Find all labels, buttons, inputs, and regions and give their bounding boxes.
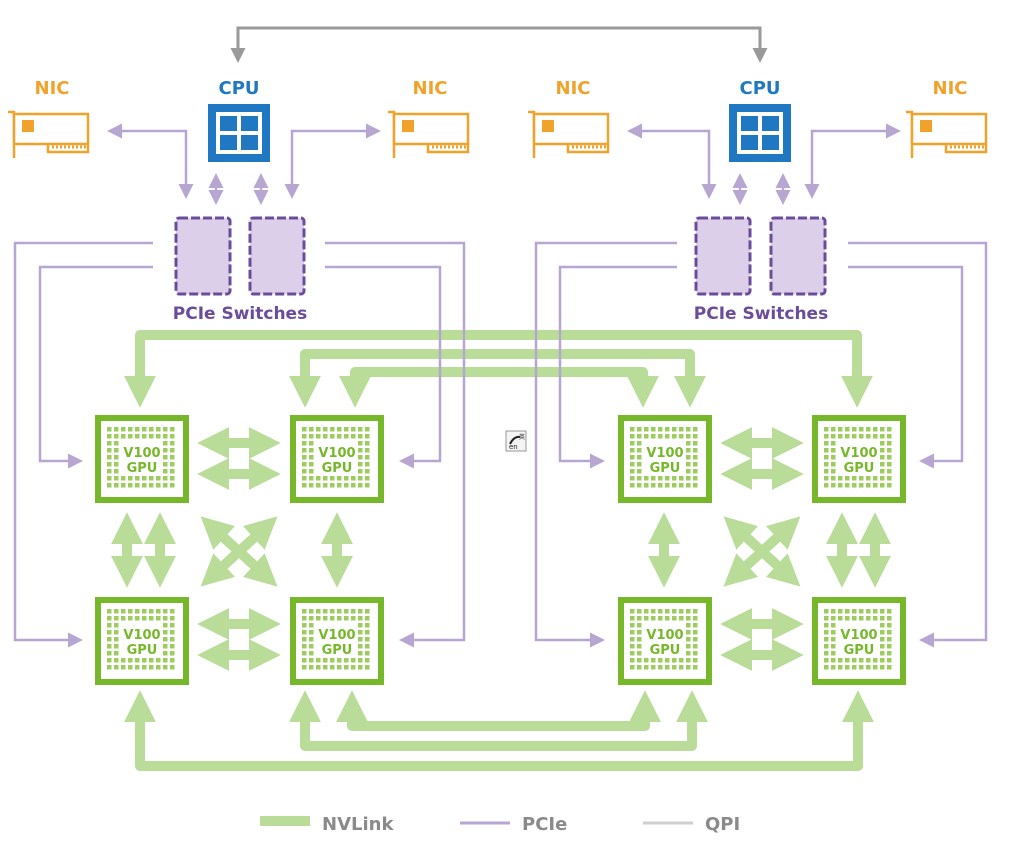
gpu-type-label: GPU: [322, 461, 353, 476]
ime-language-icon[interactable]: en 英: [505, 430, 527, 452]
legend-label: QPI: [705, 814, 740, 835]
pcie-links: [13, 123, 988, 648]
legend-label: NVLink: [322, 814, 394, 835]
cpu-label: CPU: [739, 78, 780, 99]
nic-card: [8, 110, 90, 158]
legend-item-qpi: QPI: [643, 814, 740, 835]
cpu-label: CPU: [218, 78, 259, 99]
gpu-model-label: V100: [318, 446, 355, 461]
gpu-model-label: V100: [646, 628, 683, 643]
gpu-model-label: V100: [318, 628, 355, 643]
gpu-model-label: V100: [123, 628, 160, 643]
nic-card: [528, 110, 610, 158]
nic-label: NIC: [413, 78, 448, 99]
legend-item-pcie: PCIe: [460, 814, 567, 835]
nic-label: NIC: [556, 78, 591, 99]
gpu-group: V100GPUV100GPUV100GPUV100GPUV100GPUV100G…: [95, 415, 906, 685]
legend: NVLink PCIe QPI: [260, 814, 740, 835]
pcie-switch: [694, 216, 752, 296]
socket-right: NIC CPU NIC PCIe Switches: [528, 78, 988, 324]
pcie-switch: [174, 216, 232, 296]
pcie-switch: [248, 216, 306, 296]
qpi-link: [230, 26, 768, 63]
gpu-model-label: V100: [123, 446, 160, 461]
legend-label: PCIe: [522, 814, 567, 835]
gpu-type-label: GPU: [650, 643, 681, 658]
gpu-model-label: V100: [840, 628, 877, 643]
gpu-type-label: GPU: [127, 643, 158, 658]
nvlink-links: [110, 330, 892, 771]
nvlink-swatch: [260, 816, 310, 826]
nic-card: [388, 110, 470, 158]
socket-left: NIC CPU NIC PCIe Switches: [8, 78, 470, 324]
gpu-type-label: GPU: [650, 461, 681, 476]
gpu-type-label: GPU: [322, 643, 353, 658]
cpu-chip: [729, 104, 791, 162]
cpu-chip: [208, 104, 270, 162]
pcie-switch: [769, 216, 827, 296]
pcie-switches-label: PCIe Switches: [694, 304, 828, 324]
gpu-model-label: V100: [840, 446, 877, 461]
gpu-type-label: GPU: [844, 461, 875, 476]
pcie-switches-label: PCIe Switches: [173, 304, 307, 324]
nic-label: NIC: [933, 78, 968, 99]
gpu-type-label: GPU: [844, 643, 875, 658]
svg-text:英: 英: [519, 433, 525, 441]
gpu-type-label: GPU: [127, 461, 158, 476]
gpu-model-label: V100: [646, 446, 683, 461]
nic-card: [906, 110, 988, 158]
nic-label: NIC: [35, 78, 70, 99]
svg-text:en: en: [509, 443, 518, 451]
legend-item-nvlink: NVLink: [260, 814, 394, 835]
